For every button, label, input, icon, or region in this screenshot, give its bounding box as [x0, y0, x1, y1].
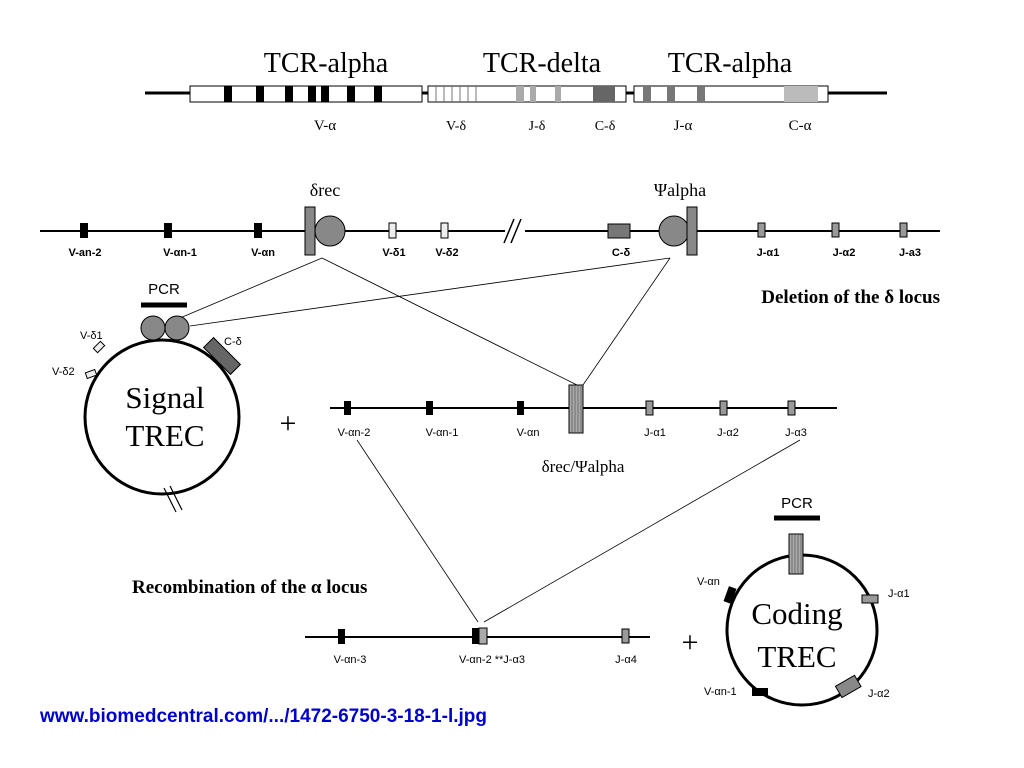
header-tcr-alpha-left: TCR-alpha	[264, 48, 389, 79]
recomb-title: Recombination of the α locus	[132, 577, 367, 598]
coding-j-a2-label: J-α2	[868, 688, 890, 700]
coding-line2: TREC	[757, 639, 836, 674]
signal-v-d1-block	[92, 340, 106, 354]
coding-v-an-label: V-αn	[697, 576, 720, 588]
signal-v-d2-block	[84, 368, 98, 380]
v-alpha-box	[189, 85, 423, 103]
bottom-j-a4	[621, 628, 630, 644]
j-alpha-genes	[757, 222, 908, 238]
bottom-v-an-2	[472, 628, 479, 644]
label-j-a1: J-α1	[757, 247, 780, 259]
label-c-d: C-δ	[612, 247, 631, 259]
header-tcr-alpha-right: TCR-alpha	[668, 48, 793, 79]
middle-label-j-a3: J-α3	[785, 427, 807, 439]
signal-c-delta-block	[202, 336, 242, 376]
middle-junction-hatch	[571, 385, 582, 433]
plus-sign-middle: +	[280, 407, 297, 440]
signal-rss-left	[140, 315, 166, 341]
break-mark	[503, 218, 522, 244]
signal-line2: TREC	[125, 418, 204, 453]
psi-alpha-bar	[686, 206, 698, 256]
label-v-an-2: V-an-2	[68, 247, 101, 259]
delta-rec-circle	[314, 215, 346, 247]
label-j-alpha: J-α	[674, 118, 693, 134]
label-c-delta: C-δ	[595, 119, 616, 134]
label-v-delta: V-δ	[446, 119, 466, 134]
signal-line1: Signal	[125, 380, 204, 415]
c-delta-segment	[593, 86, 615, 102]
signal-trec-ring	[83, 338, 241, 496]
middle-junction-label: δrec/Ψalpha	[542, 457, 625, 476]
bottom-label-junction: V-αn-2 **J-α3	[459, 654, 525, 666]
middle-locus: V-αn-2 V-αn-1 V-αn J-α1 J-α2 J-α3 δrec/Ψ…	[330, 384, 837, 476]
coding-line1: Coding	[751, 596, 842, 631]
bottom-label-v-an-3: V-αn-3	[334, 654, 367, 666]
j-delta-segments	[516, 86, 561, 102]
genomic-locus: δrec Ψalpha V-an-2 V-αn-1 V-αn V-δ1 V-δ2…	[40, 180, 940, 259]
top-locus: TCR-alpha TCR-delta TCR-alpha	[145, 48, 887, 134]
plus-sign-bottom: +	[682, 626, 699, 659]
label-v-an-1: V-αn-1	[163, 247, 197, 259]
j-alpha-box	[633, 85, 829, 103]
middle-label-v-an-1: V-αn-1	[426, 427, 459, 439]
coding-pcr-label: PCR	[781, 495, 813, 512]
header-tcr-delta: TCR-delta	[483, 48, 602, 79]
middle-label-j-a1: J-α1	[644, 427, 666, 439]
signal-rss-right	[164, 315, 190, 341]
label-j-a3: J-a3	[899, 247, 921, 259]
middle-label-j-a2: J-α2	[717, 427, 739, 439]
label-v-alpha: V-α	[314, 118, 336, 134]
label-c-alpha: C-α	[789, 118, 812, 134]
coding-v-an1-block	[752, 688, 768, 696]
bottom-locus: V-αn-3 V-αn-2 **J-α3 J-α4	[305, 627, 650, 666]
bottom-label-j-a4: J-α4	[615, 654, 637, 666]
label-v-d2: V-δ2	[435, 247, 458, 259]
coding-j-a1-block	[861, 594, 879, 604]
signal-v-d2-label: V-δ2	[52, 366, 75, 378]
coding-junction	[788, 533, 804, 575]
delta-rec-bar	[304, 206, 316, 256]
coding-v-an-block	[723, 586, 737, 604]
middle-j-genes	[645, 400, 796, 416]
coding-j-a1-label: J-α1	[888, 588, 910, 600]
v-alpha-segments	[224, 86, 382, 102]
signal-trec: PCR V-δ1 V-δ2 C-δ Signal TREC	[52, 281, 242, 513]
v-delta-segments	[435, 86, 477, 102]
label-v-an: V-αn	[251, 247, 275, 259]
signal-c-d-label: C-δ	[224, 336, 242, 348]
coding-junction-hatch	[791, 534, 802, 574]
c-delta-gene	[607, 223, 631, 239]
signal-pcr-label: PCR	[148, 281, 180, 298]
middle-junction	[568, 384, 584, 434]
label-j-delta: J-δ	[529, 119, 546, 134]
c-alpha-segment	[784, 86, 818, 102]
bottom-j-a3	[478, 627, 488, 645]
signal-v-d1-label: V-δ1	[80, 330, 103, 342]
deletion-title: Deletion of the δ locus	[761, 287, 940, 308]
v-delta-genes	[388, 222, 449, 239]
label-delta-rec: δrec	[310, 180, 340, 200]
bottom-v-an-3	[338, 629, 345, 644]
middle-label-v-an: V-αn	[517, 427, 540, 439]
middle-label-v-an-2: V-αn-2	[338, 427, 371, 439]
v-delta-box	[427, 85, 627, 103]
signal-break-mark	[163, 485, 183, 513]
coding-j-a2-block	[834, 674, 862, 699]
j-alpha-segments	[643, 86, 705, 102]
v-alpha-genes	[80, 223, 262, 238]
connector-lines	[179, 257, 801, 623]
label-psi-alpha: Ψalpha	[654, 180, 706, 200]
middle-v-genes	[344, 401, 524, 415]
coding-trec: PCR V-αn J-α1 V-αn-1 J-α2 Coding TREC	[697, 495, 910, 707]
source-url-link[interactable]: www.biomedcentral.com/.../1472-6750-3-18…	[40, 706, 488, 727]
coding-v-an1-label: V-αn-1	[704, 686, 737, 698]
label-v-d1: V-δ1	[382, 247, 405, 259]
psi-alpha-circle	[658, 215, 690, 247]
label-j-a2: J-α2	[833, 247, 856, 259]
